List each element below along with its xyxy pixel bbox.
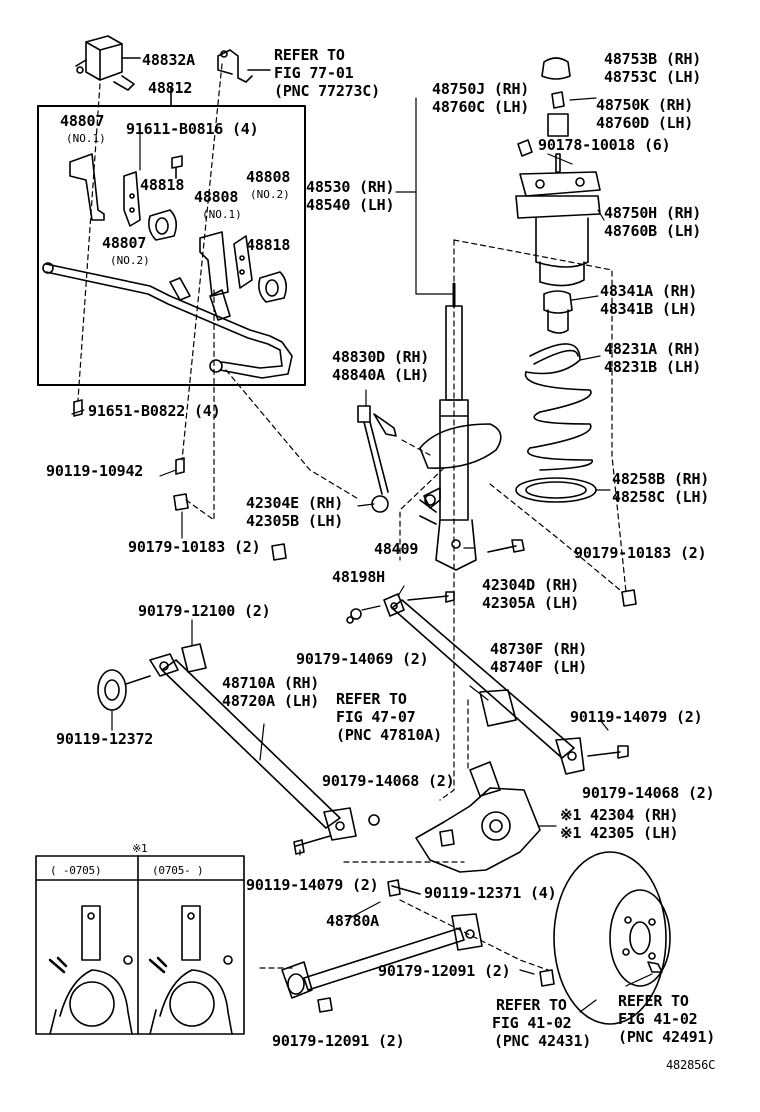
stabilizer-link bbox=[357, 405, 397, 513]
stabilizer-bushings bbox=[148, 209, 288, 303]
part-tag-48808-no1: (NO.1) bbox=[202, 208, 242, 221]
part-label-91611-B0816[interactable]: 91611-B0816 (4) bbox=[126, 120, 259, 138]
inset-range-right: (0705- ) bbox=[152, 864, 204, 877]
part-label-48780A[interactable]: 48780A bbox=[326, 912, 379, 930]
part-label-48812[interactable]: 48812 bbox=[148, 79, 193, 97]
refer-fig-41-02-b-line3[interactable]: (PNC 42491) bbox=[618, 1028, 716, 1046]
part-label-48258C[interactable]: 48258C (LH) bbox=[612, 488, 710, 506]
part-label-48750H[interactable]: 48750H (RH) bbox=[604, 204, 702, 222]
stabilizer-brackets bbox=[69, 153, 253, 297]
illustration-id: 482856C bbox=[666, 1058, 716, 1072]
lateral-arm-48730F bbox=[383, 593, 585, 775]
part-label-42304D[interactable]: 42304D (RH) bbox=[482, 576, 580, 594]
refer-fig-41-02-a-line1[interactable]: REFER TO bbox=[496, 996, 567, 1014]
part-label-48258B[interactable]: 48258B (RH) bbox=[612, 470, 710, 488]
refer-fig-47-07-line3[interactable]: (PNC 47810A) bbox=[336, 726, 442, 744]
part-label-48341A[interactable]: 48341A (RH) bbox=[600, 282, 698, 300]
part-label-90178-10018[interactable]: 90178-10018 (6) bbox=[538, 136, 671, 154]
part-label-90179-12091-right[interactable]: 90179-12091 (2) bbox=[378, 962, 511, 980]
part-label-48750K[interactable]: 48750K (RH) bbox=[596, 96, 694, 114]
part-label-48760B[interactable]: 48760B (LH) bbox=[604, 222, 702, 240]
arm-bolts bbox=[293, 539, 629, 1013]
part-label-90119-14079-right[interactable]: 90119-14079 (2) bbox=[570, 708, 703, 726]
part-label-42305[interactable]: ※1 42305 (LH) bbox=[560, 824, 679, 842]
part-label-48231B[interactable]: 48231B (LH) bbox=[604, 358, 702, 376]
part-label-90179-14069[interactable]: 90179-14069 (2) bbox=[296, 650, 429, 668]
part-label-48808-no2[interactable]: 48808 bbox=[246, 168, 291, 186]
part-label-48818-b[interactable]: 48818 bbox=[246, 236, 291, 254]
small-bolts bbox=[73, 139, 637, 607]
part-label-48830D[interactable]: 48830D (RH) bbox=[332, 348, 430, 366]
refer-fig-41-02-a-line2[interactable]: FIG 41-02 bbox=[492, 1014, 572, 1032]
part-label-48808-no1[interactable]: 48808 bbox=[194, 188, 239, 206]
part-label-48409[interactable]: 48409 bbox=[374, 540, 419, 558]
part-label-48818-a[interactable]: 48818 bbox=[140, 176, 185, 194]
part-label-90179-14068-mid[interactable]: 90179-14068 (2) bbox=[322, 772, 455, 790]
strut-shock-absorber bbox=[419, 282, 502, 571]
cam-washer-90119-12372 bbox=[97, 669, 151, 711]
refer-fig-77-01-line1[interactable]: REFER TO bbox=[274, 46, 345, 64]
part-tag-48807-no2: (NO.2) bbox=[110, 254, 150, 267]
part-label-90179-14068-right[interactable]: 90179-14068 (2) bbox=[582, 784, 715, 802]
part-label-48530[interactable]: 48530 (RH) bbox=[306, 178, 395, 196]
steering-knuckle bbox=[415, 761, 541, 873]
part-label-48760C[interactable]: 48760C (LH) bbox=[432, 98, 530, 116]
part-label-48341B[interactable]: 48341B (LH) bbox=[600, 300, 698, 318]
toe-rod-48780A bbox=[281, 913, 483, 999]
refer-fig-41-02-a-line3[interactable]: (PNC 42431) bbox=[494, 1032, 592, 1050]
refer-fig-77-01-line3[interactable]: (PNC 77273C) bbox=[274, 82, 380, 100]
part-label-48807-no1[interactable]: 48807 bbox=[60, 112, 105, 130]
part-label-48710A[interactable]: 48710A (RH) bbox=[222, 674, 320, 692]
refer-fig-41-02-b-line1[interactable]: REFER TO bbox=[618, 992, 689, 1010]
part-label-48840A[interactable]: 48840A (LH) bbox=[332, 366, 430, 384]
part-label-48720A[interactable]: 48720A (LH) bbox=[222, 692, 320, 710]
bracket-77273C bbox=[217, 49, 271, 83]
bracket-48832A bbox=[75, 35, 141, 91]
part-label-42304E[interactable]: 42304E (RH) bbox=[246, 494, 344, 512]
part-label-48760D[interactable]: 48760D (LH) bbox=[596, 114, 694, 132]
part-label-48198H[interactable]: 48198H bbox=[332, 568, 385, 586]
part-label-48540[interactable]: 48540 (LH) bbox=[306, 196, 395, 214]
stabilizer-bar bbox=[42, 262, 293, 379]
part-label-48730F[interactable]: 48730F (RH) bbox=[490, 640, 588, 658]
part-label-48750J[interactable]: 48750J (RH) bbox=[432, 80, 530, 98]
spring-mount-stack bbox=[515, 57, 601, 503]
part-label-42305B[interactable]: 42305B (LH) bbox=[246, 512, 344, 530]
refer-fig-47-07-line1[interactable]: REFER TO bbox=[336, 690, 407, 708]
refer-fig-47-07-line2[interactable]: FIG 47-07 bbox=[336, 708, 416, 726]
lateral-rod-48710A bbox=[149, 643, 357, 841]
part-label-90179-12100[interactable]: 90179-12100 (2) bbox=[138, 602, 271, 620]
part-label-48753C[interactable]: 48753C (LH) bbox=[604, 68, 702, 86]
part-label-90119-12372[interactable]: 90119-12372 bbox=[56, 730, 154, 748]
inset-mark: ※1 bbox=[132, 842, 148, 855]
part-label-91651-B0822[interactable]: 91651-B0822 (4) bbox=[88, 402, 221, 420]
brake-disc bbox=[553, 851, 671, 1025]
part-label-48740F[interactable]: 48740F (LH) bbox=[490, 658, 588, 676]
part-label-42304[interactable]: ※1 42304 (RH) bbox=[560, 806, 679, 824]
part-tag-48808-no2: (NO.2) bbox=[250, 188, 290, 201]
inset-range-left: ( -0705) bbox=[50, 864, 102, 877]
part-label-48231A[interactable]: 48231A (RH) bbox=[604, 340, 702, 358]
part-label-48832A[interactable]: 48832A bbox=[142, 51, 195, 69]
part-label-42305A[interactable]: 42305A (LH) bbox=[482, 594, 580, 612]
part-label-90119-14079-left[interactable]: 90119-14079 (2) bbox=[246, 876, 379, 894]
part-label-90119-10942[interactable]: 90119-10942 bbox=[46, 462, 144, 480]
part-label-90179-10183-right[interactable]: 90179-10183 (2) bbox=[574, 544, 707, 562]
part-label-90179-10183-left[interactable]: 90179-10183 (2) bbox=[128, 538, 261, 556]
refer-fig-77-01-line2[interactable]: FIG 77-01 bbox=[274, 64, 354, 82]
part-label-48807-no2[interactable]: 48807 bbox=[102, 234, 147, 252]
part-tag-48807-no1: (NO.1) bbox=[66, 132, 106, 145]
part-label-48753B[interactable]: 48753B (RH) bbox=[604, 50, 702, 68]
part-label-90119-12371[interactable]: 90119-12371 (4) bbox=[424, 884, 557, 902]
part-label-90179-12091-left[interactable]: 90179-12091 (2) bbox=[272, 1032, 405, 1050]
knuckle-variant-inset bbox=[35, 855, 245, 1035]
refer-fig-41-02-b-line2[interactable]: FIG 41-02 bbox=[618, 1010, 698, 1028]
